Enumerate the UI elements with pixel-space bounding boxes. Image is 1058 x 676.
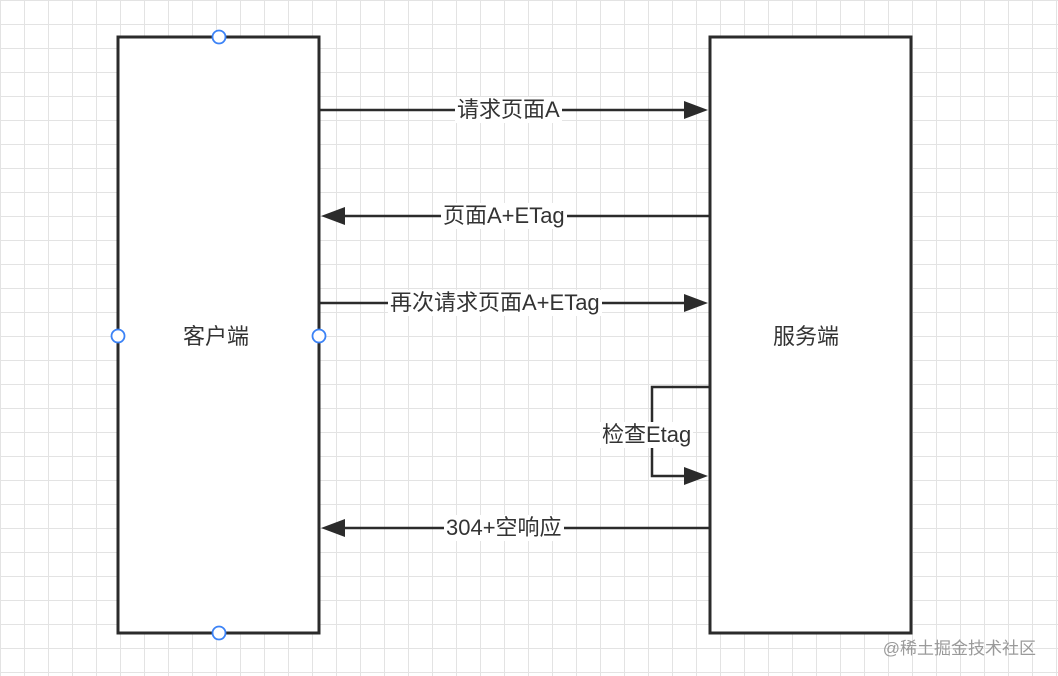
server-box[interactable]: [708, 35, 913, 635]
handle-right[interactable]: [311, 328, 327, 344]
watermark: @稀土掘金技术社区: [882, 639, 1036, 658]
handle-top[interactable]: [211, 29, 227, 45]
self-check-head: [684, 467, 708, 485]
message-label-request: 请求页面A: [455, 97, 562, 123]
message-label-rerequest: 再次请求页面A+ETag: [388, 290, 602, 316]
handle-bottom[interactable]: [211, 625, 227, 641]
arrow-304-head: [321, 519, 345, 537]
arrow-request-head: [684, 101, 708, 119]
self-check-label: 检查Etag: [600, 422, 694, 448]
message-label-304: 304+空响应: [444, 515, 564, 541]
client-label: 客户端: [183, 324, 250, 349]
client-box[interactable]: [116, 35, 321, 635]
arrow-rerequest-head: [684, 294, 708, 312]
server-label: 服务端: [773, 324, 840, 349]
message-label-response: 页面A+ETag: [441, 203, 567, 229]
handle-left[interactable]: [110, 328, 126, 344]
arrow-response-head: [321, 207, 345, 225]
